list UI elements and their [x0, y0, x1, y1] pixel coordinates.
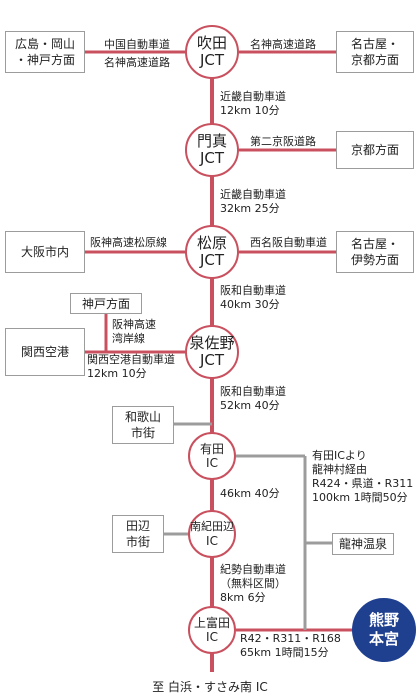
label-line: 100km 1時間50分	[312, 491, 408, 504]
label-line: 湾岸線	[112, 332, 145, 345]
label-line: 第二京阪道路	[250, 135, 316, 148]
node-line: 有田	[199, 442, 224, 456]
node-line: 上富田	[193, 616, 230, 630]
box-line: 関西空港	[20, 345, 69, 359]
label-kinki-1: 近畿自動車道 12km 10分	[220, 90, 286, 118]
node-line: 門真	[196, 132, 227, 150]
node-kamitonda-ic: 上富田 IC	[188, 606, 236, 654]
label-daini-keihan: 第二京阪道路	[250, 135, 316, 149]
node-matsubara-jct: 松原 JCT	[185, 225, 239, 279]
box-kyoto: 京都方面	[336, 131, 414, 169]
box-line: 龍神温泉	[338, 537, 387, 551]
label-line: 有田ICより	[312, 449, 367, 462]
label-kinki-2: 近畿自動車道 32km 25分	[220, 188, 286, 216]
node-line: JCT	[199, 251, 225, 269]
label-line: 名神高速道路	[250, 38, 316, 51]
node-minabe-tanabe-ic: 南紀田辺 IC	[188, 510, 236, 558]
label-line: 52km 40分	[220, 399, 280, 412]
label-line: 40km 30分	[220, 298, 280, 311]
label-nishimeihan: 西名阪自動車道	[250, 236, 327, 250]
box-wakayama: 和歌山 市街	[112, 406, 174, 444]
node-suita-jct: 吹田 JCT	[185, 25, 239, 79]
label-line: 西名阪自動車道	[250, 236, 327, 249]
box-hiroshima-okayama-kobe: 広島・岡山 ・神戸方面	[5, 31, 85, 73]
label-meishin: 名神高速道路	[250, 38, 316, 52]
node-line: IC	[206, 630, 218, 644]
box-line: 和歌山	[124, 410, 161, 424]
label-line: 阪神高速松原線	[90, 236, 167, 249]
label-line: 中国自動車道	[104, 38, 170, 51]
label-line: 阪神高速	[112, 318, 156, 331]
label-line: 65km 1時間15分	[240, 646, 329, 659]
label-segment-46km: 46km 40分	[220, 487, 280, 501]
label-chugoku-meishin: 中国自動車道 名神高速道路	[92, 38, 182, 70]
node-line: 本宮	[368, 630, 399, 648]
box-kansai-airport: 関西空港	[5, 328, 85, 376]
label-hanshin-wangan: 阪神高速 湾岸線	[112, 318, 156, 346]
node-line: 松原	[196, 234, 227, 252]
box-osaka: 大阪市内	[5, 231, 85, 273]
box-line: 京都方面	[350, 53, 399, 67]
label-line: 46km 40分	[220, 487, 280, 500]
label-line: 32km 25分	[220, 202, 280, 215]
node-arida-ic: 有田 IC	[188, 432, 236, 480]
box-nagoya-kyoto: 名古屋・ 京都方面	[336, 31, 414, 73]
label-kansai-airport-road: 関西空港自動車道 12km 10分	[87, 353, 175, 381]
box-line: 田辺	[125, 519, 150, 533]
label-line: 関西空港自動車道	[87, 353, 175, 366]
node-kadoma-jct: 門真 JCT	[185, 123, 239, 177]
label-hanwa-1: 阪和自動車道 40km 30分	[220, 284, 286, 312]
box-line: 広島・岡山	[14, 37, 75, 51]
box-ryujin-onsen: 龍神温泉	[332, 533, 394, 555]
label-line: R42・R311・R168	[240, 632, 341, 645]
node-line: IC	[206, 456, 218, 470]
label-arida-route: 有田ICより 龍神村経由 R424・県道・R311 100km 1時間50分	[312, 449, 413, 505]
label-line: 阪和自動車道	[220, 385, 286, 398]
node-line: 吹田	[196, 34, 227, 52]
box-kobe: 神戸方面	[70, 293, 142, 314]
node-line: JCT	[199, 51, 225, 69]
box-line: ・神戸方面	[14, 53, 75, 67]
label-hanwa-2: 阪和自動車道 52km 40分	[220, 385, 286, 413]
label-line: 8km 6分	[220, 591, 266, 604]
label-line: 近畿自動車道	[220, 188, 286, 201]
label-line: R424・県道・R311	[312, 477, 414, 490]
label-line: （無料区間）	[220, 577, 286, 590]
label-line: 龍神村経由	[312, 463, 367, 476]
label-line: 紀勢自動車道	[220, 563, 286, 576]
node-line: IC	[206, 534, 218, 548]
node-line: 熊野	[368, 611, 399, 629]
box-line: 名古屋・	[350, 237, 399, 251]
box-line: 大阪市内	[20, 245, 69, 259]
label-kisei: 紀勢自動車道 （無料区間） 8km 6分	[220, 563, 286, 605]
box-line: 伊勢方面	[350, 253, 399, 267]
node-line: 南紀田辺	[190, 520, 234, 533]
box-line: 名古屋・	[350, 37, 399, 51]
box-line: 京都方面	[350, 143, 399, 157]
node-line: JCT	[199, 351, 225, 369]
node-line: 泉佐野	[189, 334, 235, 352]
node-izumisano-jct: 泉佐野 JCT	[185, 325, 239, 379]
footer-destination: 至 白浜・すさみ南 IC	[152, 680, 268, 694]
box-line: 市街	[130, 426, 155, 440]
node-line: JCT	[199, 149, 225, 167]
label-line: 名神高速道路	[104, 56, 170, 69]
label-line: 12km 10分	[87, 367, 147, 380]
box-tanabe: 田辺 市街	[112, 515, 164, 553]
label-line: 阪和自動車道	[220, 284, 286, 297]
box-line: 神戸方面	[81, 296, 130, 311]
label-line: 12km 10分	[220, 104, 280, 117]
box-line: 市街	[125, 535, 150, 549]
label-r42: R42・R311・R168 65km 1時間15分	[240, 632, 341, 660]
label-hanshin-matsubara: 阪神高速松原線	[90, 236, 167, 250]
node-kumano-hongu: 熊野 本宮	[352, 598, 416, 662]
box-nagoya-ise: 名古屋・ 伊勢方面	[336, 231, 414, 273]
label-line: 近畿自動車道	[220, 90, 286, 103]
